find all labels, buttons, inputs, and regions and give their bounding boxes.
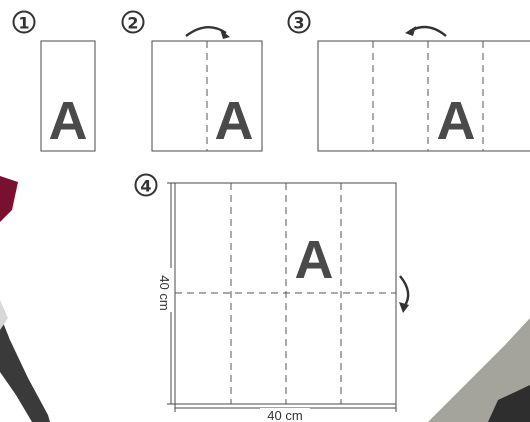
step-3: 3 A (289, 12, 530, 152)
step-3-paper (318, 41, 530, 151)
step-4-number: 4 (140, 177, 151, 196)
step-2: 2 A (123, 12, 263, 152)
maroon-fabric (0, 176, 18, 222)
height-dimension-label: 40 cm (157, 275, 172, 310)
dark-strap-left (0, 315, 50, 422)
step-4: 4 A 40 cm 40 cm (132, 171, 409, 422)
step-3-fold-arrow-icon (410, 27, 446, 36)
step-4-letter: A (295, 230, 334, 290)
step-4-fold-arrow-icon (400, 276, 408, 307)
step-3-arrowhead-icon (405, 26, 416, 36)
step-2-letter: A (215, 91, 254, 151)
step-4-arrowhead-icon (399, 302, 409, 313)
step-2-number: 2 (127, 14, 138, 33)
step-3-number: 3 (293, 14, 304, 33)
step-1-letter: A (49, 91, 88, 151)
step-3-letter: A (437, 91, 476, 151)
step-1: 1 A (14, 12, 96, 152)
step-2-fold-arrow-icon (186, 27, 226, 36)
width-dimension-label: 40 cm (267, 408, 302, 422)
step-2-arrowhead-icon (220, 29, 230, 39)
step-1-number: 1 (18, 14, 29, 33)
